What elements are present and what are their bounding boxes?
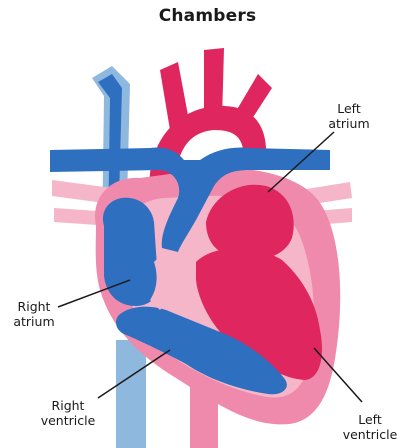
label-right-atrium: Right atrium [13, 299, 55, 329]
inferior-vena-cava [116, 340, 146, 448]
left-atrium-leader [267, 131, 335, 193]
diagram-title: Chambers [158, 6, 257, 26]
aorta-branch-1 [160, 62, 190, 130]
label-right-ventricle: Right ventricle [40, 398, 96, 428]
label-left-atrium: Left atrium [328, 101, 370, 131]
pulmonary-artery [50, 147, 330, 252]
label-left-ventricle: Left ventricle [342, 412, 398, 442]
left-atrium-shape [206, 184, 294, 260]
right-atrium-shape [102, 197, 159, 306]
pulmonary-vein-left-upper [52, 180, 112, 204]
right-atrium-leader [57, 279, 131, 308]
septum [150, 256, 173, 310]
aorta-branch-2 [204, 48, 224, 120]
left-ventricle-shape [196, 248, 323, 380]
left-ventricle-leader [313, 347, 363, 403]
right-ventricle-leader [97, 349, 171, 399]
aortic-arch [149, 105, 267, 192]
right-ventricle-shape [116, 306, 287, 395]
